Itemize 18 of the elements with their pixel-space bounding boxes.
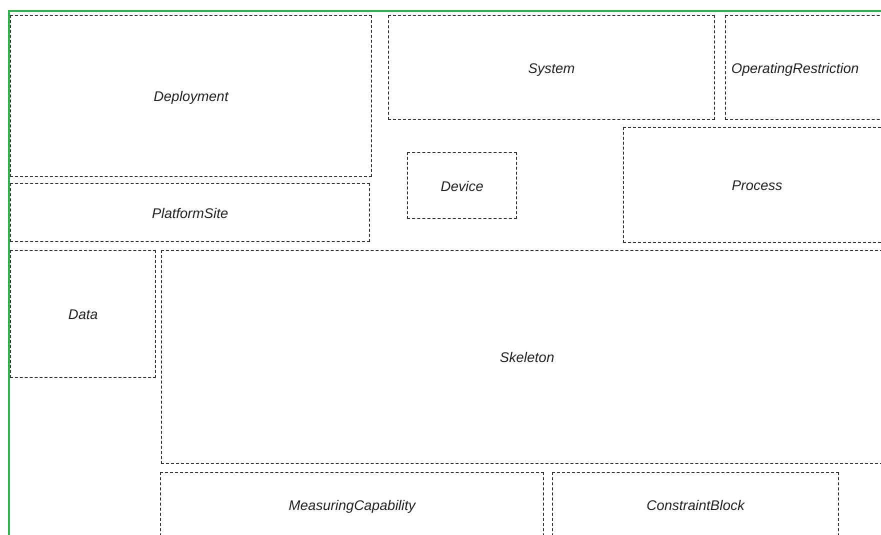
box-label: ConstraintBlock bbox=[646, 497, 745, 513]
dashed-box bbox=[10, 250, 156, 378]
dashed-box bbox=[10, 183, 370, 242]
dashed-box bbox=[10, 15, 372, 177]
dashed-box bbox=[161, 250, 881, 464]
box-label: Data bbox=[68, 306, 98, 322]
dashed-box bbox=[623, 127, 881, 243]
dashed-box bbox=[407, 152, 517, 219]
dashed-box bbox=[388, 15, 715, 120]
box-label: Process bbox=[732, 177, 782, 193]
box-label: PlatformSite bbox=[152, 204, 228, 220]
box-label: OperatingRestriction bbox=[731, 60, 859, 76]
box-label: Deployment bbox=[154, 88, 228, 104]
box-label: Skeleton bbox=[500, 349, 554, 365]
box-label: System bbox=[528, 60, 575, 76]
box-label: Device bbox=[440, 178, 484, 194]
dashed-box bbox=[725, 15, 881, 120]
box-label: MeasuringCapability bbox=[288, 497, 416, 513]
